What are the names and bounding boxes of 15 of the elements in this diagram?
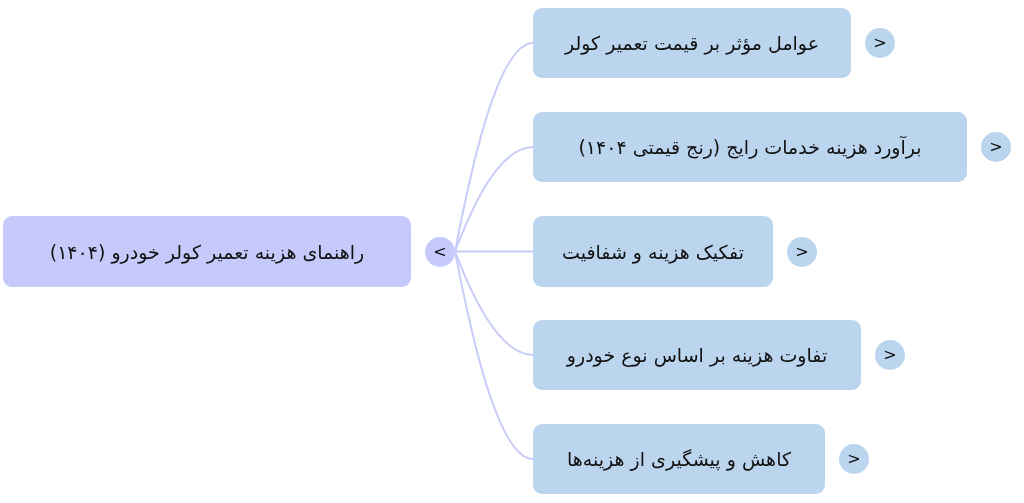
toggle-button: > [981, 132, 1011, 162]
topic-box: راهنمای هزینه تعمیر کولر خودرو (۱۴۰۴) [3, 216, 411, 287]
topic-box: عوامل مؤثر بر قیمت تعمیر کولر [533, 8, 851, 78]
connector-line [454, 250, 534, 253]
toggle-button: > [875, 340, 905, 370]
toggle-button: > [865, 28, 895, 58]
connector-line [454, 146, 534, 253]
topic-box: برآورد هزینه خدمات رایج (رنج قیمتی ۱۴۰۴) [533, 112, 967, 182]
topic-box: کاهش و پیشگیری از هزینه‌ها [533, 424, 825, 494]
topic-box: تفکیک هزینه و شفافیت [533, 216, 773, 287]
toggle-button: > [839, 444, 869, 474]
topic-box: تفاوت هزینه بر اساس نوع خودرو [533, 320, 861, 390]
toggle-button: > [787, 236, 817, 267]
connector-line [454, 250, 534, 356]
toggle-button: < [425, 236, 455, 267]
